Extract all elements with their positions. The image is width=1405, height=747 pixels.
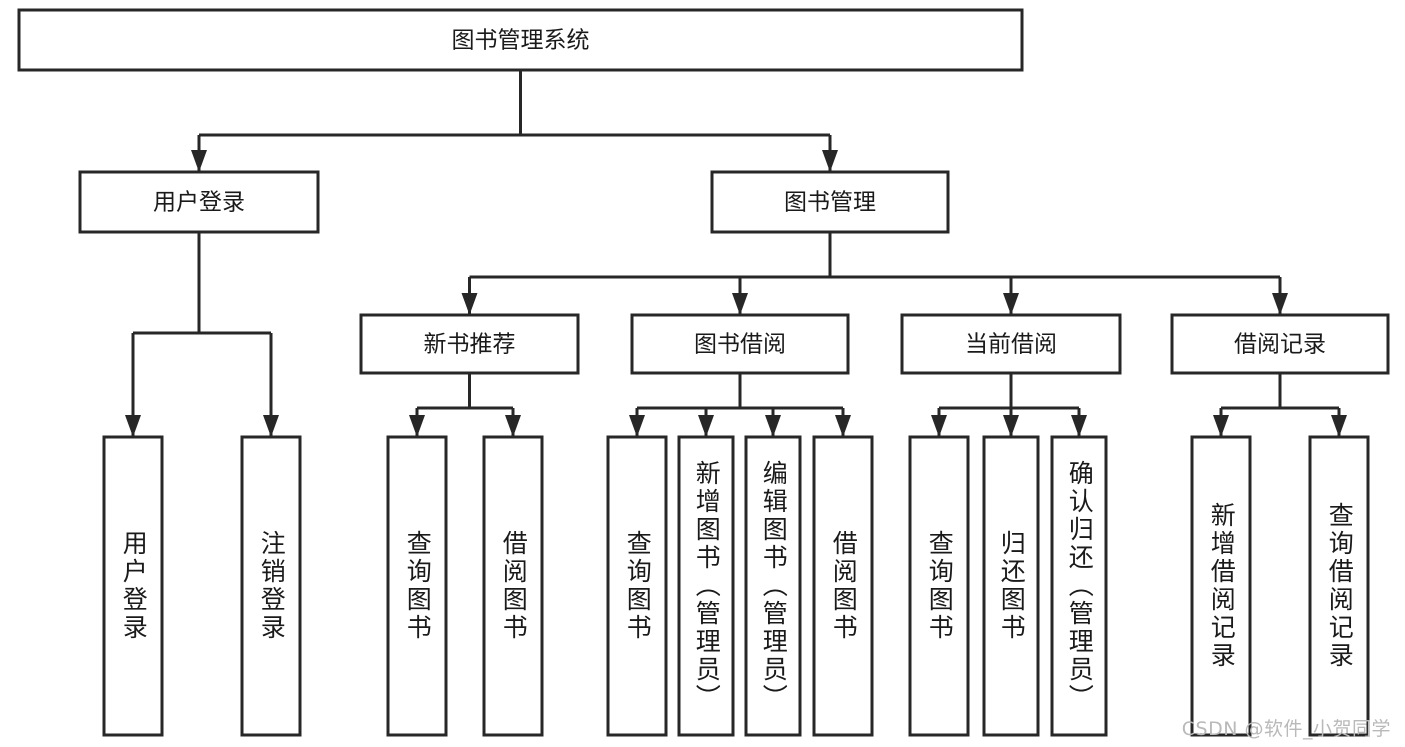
node-box-leaf-add-record[interactable] bbox=[1190, 435, 1252, 737]
node-label-current-borrow: 当前借阅 bbox=[965, 332, 1057, 358]
node-leaf-query-book-recommend[interactable] bbox=[386, 435, 448, 737]
node-current-borrow[interactable]: 当前借阅 bbox=[900, 313, 1122, 375]
arrow-head bbox=[1071, 415, 1087, 437]
node-borrow-record[interactable]: 借阅记录 bbox=[1170, 313, 1390, 375]
node-leaf-logout[interactable] bbox=[240, 435, 302, 737]
node-leaf-query-book-borrow[interactable] bbox=[606, 435, 668, 737]
node-box-leaf-user-login[interactable] bbox=[102, 435, 164, 737]
node-label-book-manage: 图书管理 bbox=[784, 190, 876, 216]
arrow-head bbox=[505, 415, 521, 437]
node-box-leaf-query-book-current[interactable] bbox=[908, 435, 970, 737]
arrow-head bbox=[765, 415, 781, 437]
node-box-leaf-logout[interactable] bbox=[240, 435, 302, 737]
arrow-head bbox=[1272, 293, 1288, 315]
node-box-leaf-query-book-recommend[interactable] bbox=[386, 435, 448, 737]
arrow-head bbox=[1003, 293, 1019, 315]
node-box-user-login[interactable] bbox=[78, 170, 320, 234]
arrow-head bbox=[822, 150, 838, 172]
node-box-root[interactable] bbox=[17, 8, 1024, 72]
arrow-head bbox=[461, 293, 478, 315]
node-book-manage[interactable]: 图书管理 bbox=[710, 170, 950, 234]
node-box-new-book-recommend[interactable] bbox=[359, 313, 580, 375]
node-box-book-manage[interactable] bbox=[710, 170, 950, 234]
node-box-leaf-add-book[interactable] bbox=[677, 435, 735, 737]
arrow-head bbox=[629, 415, 645, 437]
node-book-borrow[interactable]: 图书借阅 bbox=[630, 313, 850, 375]
node-leaf-query-book-current[interactable] bbox=[908, 435, 970, 737]
node-box-leaf-return-book[interactable] bbox=[982, 435, 1040, 737]
arrow-head bbox=[1213, 415, 1229, 437]
node-leaf-return-book[interactable] bbox=[982, 435, 1040, 737]
node-leaf-confirm-return[interactable] bbox=[1050, 435, 1108, 737]
node-box-current-borrow[interactable] bbox=[900, 313, 1122, 375]
node-new-book-recommend[interactable]: 新书推荐 bbox=[359, 313, 580, 375]
arrow-head bbox=[1331, 415, 1347, 437]
arrow-head bbox=[191, 150, 207, 172]
arrow-head bbox=[263, 415, 279, 437]
node-leaf-add-book[interactable] bbox=[677, 435, 735, 737]
node-root[interactable]: 图书管理系统 bbox=[17, 8, 1024, 72]
node-leaf-query-record[interactable] bbox=[1308, 435, 1370, 737]
node-leaf-user-login[interactable] bbox=[102, 435, 164, 737]
connectors-layer bbox=[125, 70, 1347, 437]
arrow-head bbox=[125, 415, 141, 437]
arrow-head bbox=[409, 415, 425, 437]
node-label-borrow-record: 借阅记录 bbox=[1234, 332, 1326, 358]
arrow-head bbox=[1003, 415, 1019, 437]
node-box-leaf-confirm-return[interactable] bbox=[1050, 435, 1108, 737]
node-label-new-book-recommend: 新书推荐 bbox=[424, 332, 516, 358]
node-user-login[interactable]: 用户登录 bbox=[78, 170, 320, 234]
node-box-book-borrow[interactable] bbox=[630, 313, 850, 375]
node-leaf-borrow-book[interactable] bbox=[812, 435, 874, 737]
arrow-head bbox=[931, 415, 947, 437]
node-leaf-add-record[interactable] bbox=[1190, 435, 1252, 737]
watermark-text: CSDN @软件_小贺同学 bbox=[1181, 718, 1391, 740]
node-box-leaf-query-record[interactable] bbox=[1308, 435, 1370, 737]
arrow-head bbox=[732, 293, 748, 315]
node-label-user-login: 用户登录 bbox=[153, 190, 245, 216]
node-label-book-borrow: 图书借阅 bbox=[694, 332, 786, 358]
node-box-leaf-borrow-book[interactable] bbox=[812, 435, 874, 737]
arrow-head bbox=[698, 415, 714, 437]
node-box-leaf-borrow-book-recommend[interactable] bbox=[482, 435, 544, 737]
arrow-head bbox=[835, 415, 851, 437]
node-box-borrow-record[interactable] bbox=[1170, 313, 1390, 375]
node-leaf-borrow-book-recommend[interactable] bbox=[482, 435, 544, 737]
node-box-leaf-edit-book[interactable] bbox=[744, 435, 802, 737]
node-leaf-edit-book[interactable] bbox=[744, 435, 802, 737]
node-box-leaf-query-book-borrow[interactable] bbox=[606, 435, 668, 737]
node-label-root: 图书管理系统 bbox=[452, 28, 590, 54]
